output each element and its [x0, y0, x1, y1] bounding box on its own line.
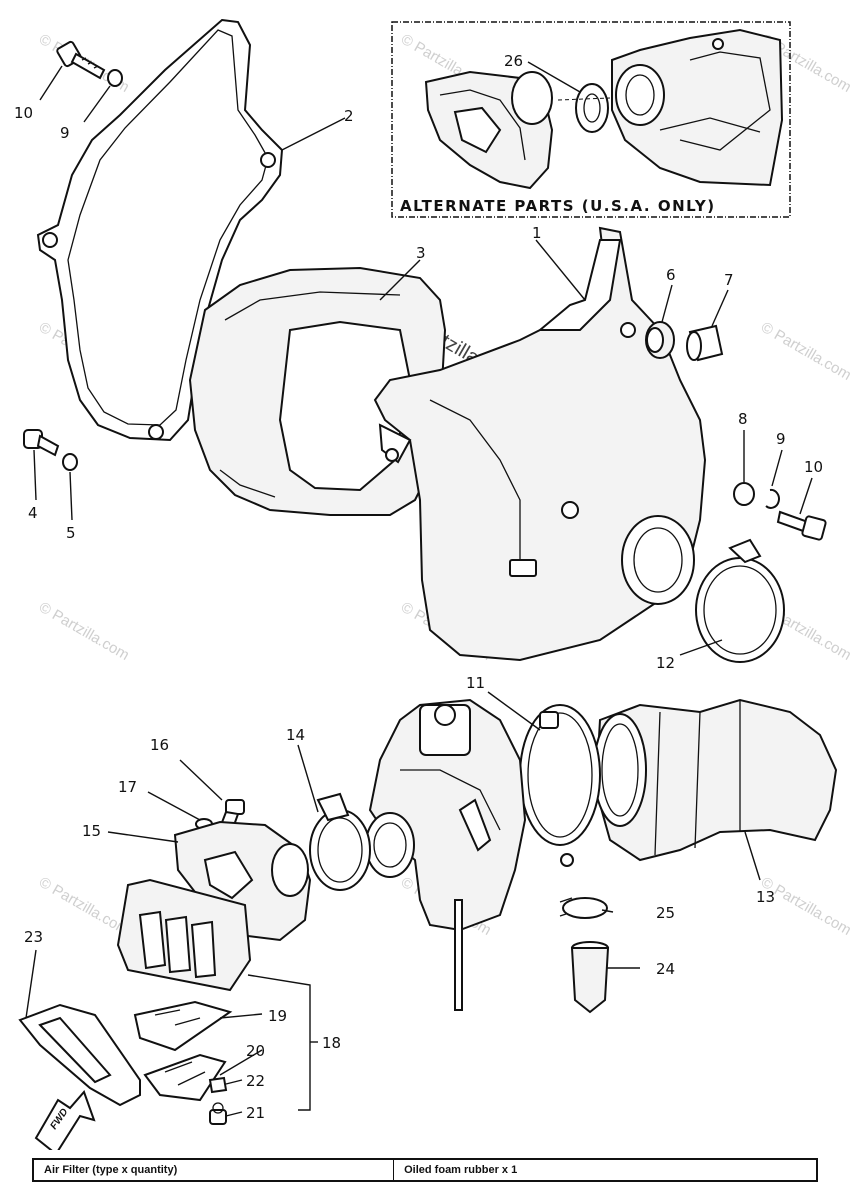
- callout-19: 19: [268, 1007, 287, 1025]
- reed-valve-18: [116, 878, 252, 992]
- watermark: © Partzilla.com: [758, 319, 854, 384]
- spec-value: Oiled foam rubber x 1: [393, 1158, 818, 1182]
- callout-3: 3: [416, 244, 426, 262]
- watermark: © Partzilla.com: [36, 874, 132, 939]
- damper-6: [645, 321, 675, 359]
- callout-12: 12: [656, 654, 675, 672]
- callout-17: 17: [118, 778, 137, 796]
- callout-2: 2: [344, 107, 354, 125]
- fwd-arrow: FWD: [34, 1090, 96, 1150]
- callout-15: 15: [82, 822, 101, 840]
- reed-stopper-20: [143, 1053, 227, 1102]
- air-cleaner-cover: [36, 18, 284, 442]
- callout-9: 9: [60, 124, 70, 142]
- clamp-11: [519, 704, 601, 867]
- callout-10: 10: [14, 104, 33, 122]
- reed-19: [133, 1000, 233, 1052]
- callout-8: 8: [738, 410, 748, 428]
- clamp-14: [309, 792, 371, 891]
- clamp-band-12: [695, 538, 785, 663]
- callout-6: 6: [666, 266, 676, 284]
- air-filter-element: [188, 266, 447, 516]
- callout-13: 13: [756, 888, 775, 906]
- collar-7: [686, 324, 724, 362]
- bolt-10-right: [776, 510, 827, 541]
- air-cleaner-exploded-diagram: © Partzilla.com © Partzilla.com © Partzi…: [14, 18, 854, 1150]
- callout-11: 11: [466, 674, 485, 692]
- callout-7: 7: [724, 271, 734, 289]
- callout-10-right: 10: [804, 458, 823, 476]
- bolt-4: [23, 429, 60, 457]
- washer-8: [733, 482, 755, 506]
- nut-22: [208, 1076, 228, 1094]
- callout-24: 24: [656, 960, 675, 978]
- air-cleaner-case: [373, 226, 707, 662]
- callout-numbers: 10 9 2 3 1 6 7 8 9 10 4 5 12 11 14 13 16…: [14, 52, 823, 1122]
- watermark: © Partzilla.com: [36, 599, 132, 664]
- alternate-parts-inset: ALTERNATE PARTS (U.S.A. ONLY): [391, 21, 791, 218]
- drain-cap-24: [570, 941, 610, 1014]
- callout-22: 22: [246, 1072, 265, 1090]
- callout-5: 5: [66, 524, 76, 542]
- washer-5: [62, 453, 78, 471]
- callout-14: 14: [286, 726, 305, 744]
- callout-20: 20: [246, 1042, 265, 1060]
- callout-4: 4: [28, 504, 38, 522]
- carburetor: [365, 698, 527, 1011]
- leader-lines: [25, 61, 813, 1117]
- spec-table: Air Filter (type x quantity) Oiled foam …: [32, 1158, 818, 1182]
- callout-23: 23: [24, 928, 43, 946]
- clip-25: [559, 897, 608, 919]
- callout-9-right: 9: [776, 430, 786, 448]
- screw-21: [209, 1102, 227, 1125]
- gasket-23: [18, 1003, 141, 1107]
- spec-label: Air Filter (type x quantity): [32, 1158, 395, 1182]
- carburetor-joint-13: [593, 698, 838, 862]
- callout-18: 18: [322, 1034, 341, 1052]
- callout-1: 1: [532, 224, 542, 242]
- washer-9-top: [107, 69, 123, 87]
- callout-21: 21: [246, 1104, 265, 1122]
- bolt-10-top: [56, 40, 106, 80]
- lock-washer-9: [765, 488, 780, 509]
- spec-row: Air Filter (type x quantity) Oiled foam …: [32, 1158, 818, 1182]
- callout-26: 26: [504, 52, 523, 70]
- callout-16: 16: [150, 736, 169, 754]
- callout-25: 25: [656, 904, 675, 922]
- watermark: © Partzilla.com: [758, 874, 854, 939]
- inset-title: ALTERNATE PARTS (U.S.A. ONLY): [400, 197, 716, 215]
- intake-manifold-15: [173, 820, 312, 942]
